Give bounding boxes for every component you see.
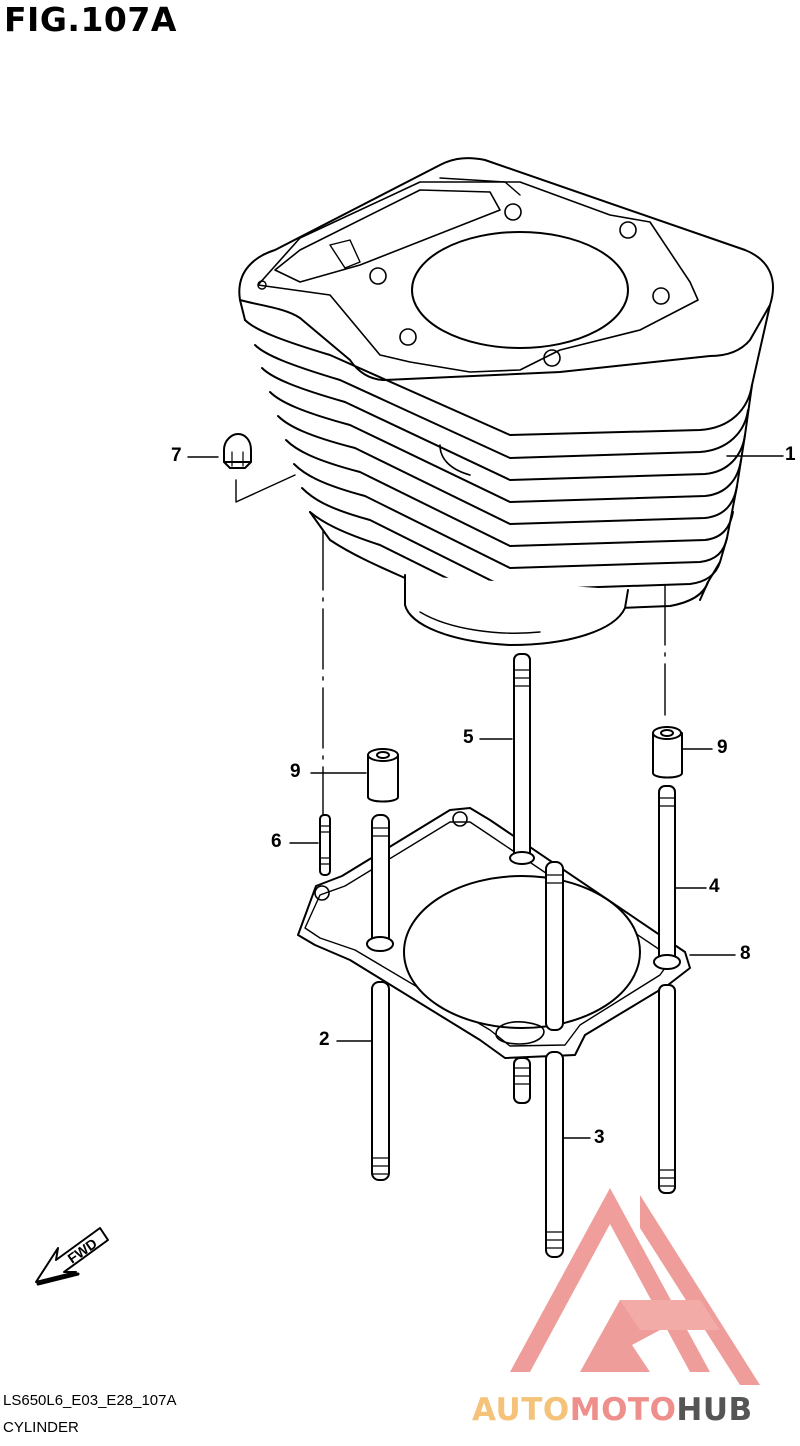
cap-nut xyxy=(223,433,252,469)
callout-6: 6 xyxy=(271,831,282,852)
callout-9-left: 9 xyxy=(290,761,301,782)
short-stud xyxy=(319,814,331,876)
callout-7: 7 xyxy=(171,445,182,466)
callout-4: 4 xyxy=(709,876,720,897)
figure-title: FIG.107A xyxy=(4,0,177,39)
automotohub-logo-icon xyxy=(510,1188,760,1385)
callout-2: 2 xyxy=(319,1029,330,1050)
watermark-hub: HUB xyxy=(676,1392,753,1428)
callout-5: 5 xyxy=(463,727,474,748)
callout-9-right: 9 xyxy=(717,737,728,758)
watermark-text: AUTOMOTOHUB xyxy=(472,1392,753,1428)
watermark-auto: AUTO xyxy=(472,1392,570,1428)
dowel-pin-right xyxy=(652,726,683,779)
callout-1: 1 xyxy=(785,444,796,465)
callout-8: 8 xyxy=(740,943,751,964)
callout-3: 3 xyxy=(594,1127,605,1148)
cylinder-base-gasket xyxy=(297,807,691,1059)
long-stud-4 xyxy=(653,785,681,1194)
dowel-pin-left xyxy=(367,748,399,803)
long-stud-5 xyxy=(509,653,535,1104)
figure-code: LS650L6_E03_E28_107A xyxy=(3,1392,177,1409)
long-stud-2 xyxy=(366,814,394,1181)
long-stud-3 xyxy=(545,861,564,1258)
cylinder-block xyxy=(238,157,774,646)
watermark-moto: MOTO xyxy=(569,1392,677,1428)
forward-direction-arrow-icon xyxy=(35,1227,109,1286)
figure-name: CYLINDER xyxy=(3,1419,79,1436)
